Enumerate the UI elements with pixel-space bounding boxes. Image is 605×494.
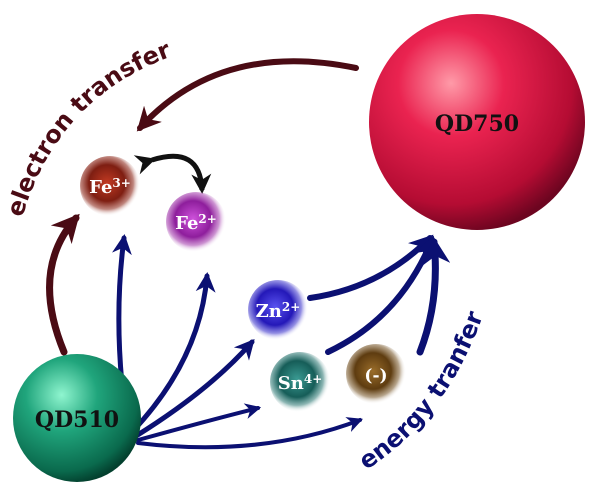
- zn2-charge: 2+: [282, 300, 300, 314]
- negative-symbol: (-): [364, 366, 387, 386]
- ion-sn4: Sn4+: [270, 352, 330, 412]
- sn4-symbol: Sn: [278, 373, 304, 394]
- arrow-qd510-to-fe2: [129, 272, 216, 435]
- svg-text:Sn4+: Sn4+: [278, 372, 323, 394]
- qd510-sphere: QD510: [13, 354, 141, 482]
- arrow-sn4-to-qd750: [325, 235, 436, 355]
- svg-text:Fe2+: Fe2+: [175, 212, 217, 234]
- qd750-sphere: QD750: [369, 14, 585, 230]
- energy-arrows: [112, 234, 451, 450]
- fe3-charge: 3+: [112, 176, 130, 190]
- qd750-label: QD750: [435, 111, 519, 137]
- arrow-zn2-to-qd750: [307, 234, 434, 301]
- fe2-symbol: Fe: [175, 213, 198, 234]
- electron-arrows: [46, 58, 359, 356]
- arrow-qd510-to-sn4: [136, 403, 262, 442]
- svg-text:Zn2+: Zn2+: [256, 300, 301, 322]
- arrow-qd510-to-neg: [136, 417, 363, 450]
- ion-zn2: Zn2+: [248, 280, 308, 340]
- sn4-charge: 4+: [304, 372, 322, 386]
- fe3-symbol: Fe: [89, 177, 112, 198]
- arrow-qd510-to-fe3-electron: [46, 213, 80, 356]
- arrow-neg-to-qd750: [416, 236, 451, 356]
- arrow-qd510-to-zn2: [133, 338, 255, 439]
- ion-fe3: Fe3+: [80, 156, 140, 216]
- zn2-symbol: Zn: [256, 301, 282, 322]
- qd510-label: QD510: [35, 407, 119, 433]
- ion-fe2: Fe2+: [166, 192, 226, 252]
- svg-text:Fe3+: Fe3+: [89, 176, 131, 198]
- arrow-qd750-to-fe3: [136, 58, 359, 132]
- fe2-charge: 2+: [198, 212, 216, 226]
- fe-exchange-arrow: [133, 153, 212, 194]
- ion-negative: (-): [346, 344, 406, 404]
